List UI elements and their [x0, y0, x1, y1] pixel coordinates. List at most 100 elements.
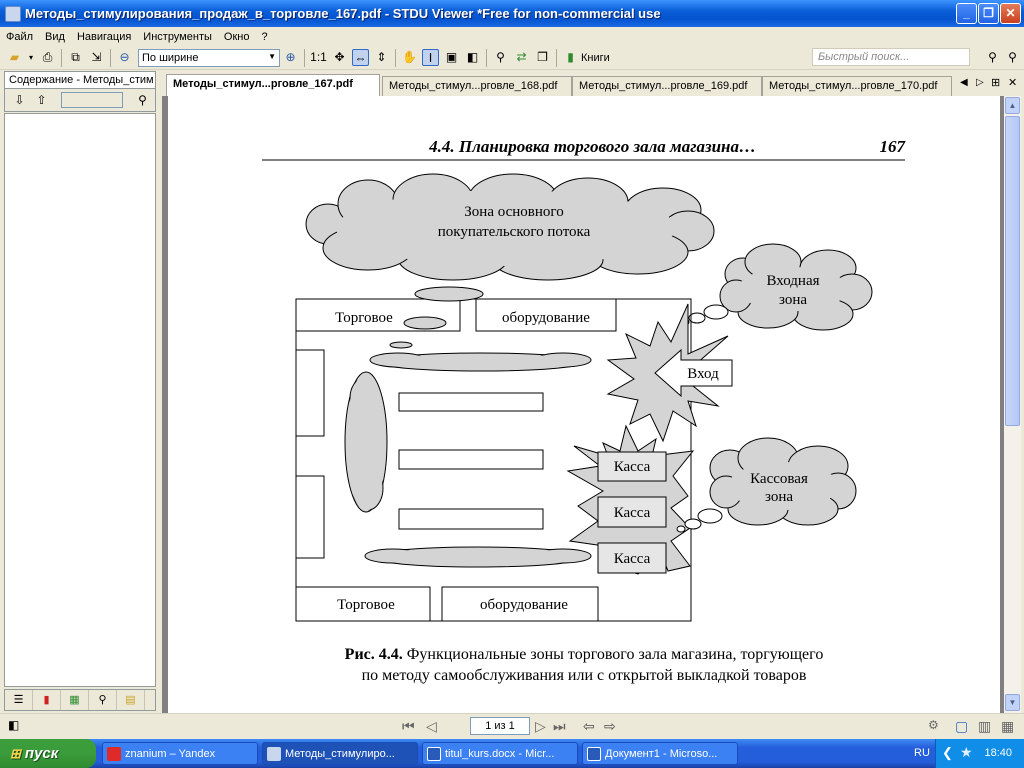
- contents-tree[interactable]: [4, 113, 156, 687]
- collapse-icon[interactable]: ⇧: [36, 93, 47, 107]
- equipment-bottom-right: [441, 586, 599, 622]
- scroll-down-icon[interactable]: ▼: [1005, 694, 1020, 711]
- tab-thumbnails-icon[interactable]: ▦: [61, 690, 89, 710]
- print-icon[interactable]: ⎙: [42, 50, 53, 64]
- image-select-icon[interactable]: ▣: [445, 50, 458, 64]
- last-page-icon[interactable]: ⏭: [553, 718, 566, 734]
- fit-width-icon[interactable]: ⇔: [352, 49, 369, 66]
- zoom-out-icon[interactable]: ⊖: [119, 50, 130, 64]
- tab-document-167[interactable]: Методы_стимул...рговле_167.pdf: [166, 74, 380, 96]
- tab-list-icon[interactable]: ⊞: [991, 77, 1001, 89]
- page-number: 167: [880, 137, 907, 156]
- search-next-icon[interactable]: ⚲: [1008, 50, 1017, 64]
- menu-help[interactable]: ?: [261, 30, 268, 43]
- books-button[interactable]: Книги: [581, 51, 610, 64]
- task-word-document[interactable]: Документ1 - Microso...: [582, 742, 738, 765]
- shelf-3: [398, 508, 544, 530]
- menu-window[interactable]: Окно: [223, 30, 250, 43]
- fit-page-icon[interactable]: ✥: [334, 50, 345, 64]
- search-icon[interactable]: ⚲: [988, 50, 997, 64]
- maximize-button[interactable]: ❐: [978, 3, 999, 24]
- page-number-input[interactable]: 1 из 1: [470, 717, 530, 735]
- task-yandex[interactable]: znanium – Yandex: [102, 742, 258, 765]
- document-viewport[interactable]: 4.4. Планировка торгового зала магазина……: [162, 96, 1004, 713]
- forward-icon[interactable]: ⇨: [604, 718, 616, 734]
- find-icon[interactable]: ⚲: [496, 50, 505, 64]
- cash-desk-3: [597, 542, 667, 574]
- open-folder-icon[interactable]: ▰: [9, 50, 20, 64]
- task-stdu-viewer[interactable]: Методы_стимулиро...: [262, 742, 418, 765]
- task-word-titul[interactable]: titul_kurs.docx - Micr...: [422, 742, 578, 765]
- tray-arrow-icon[interactable]: ❮: [942, 745, 953, 760]
- toolbar-separator: [486, 48, 487, 67]
- sync-arrows-icon[interactable]: ⇄: [516, 50, 527, 64]
- expand-icon[interactable]: ⇩: [14, 93, 25, 107]
- tab-notes-icon[interactable]: ▤: [117, 690, 145, 710]
- two-page-icon[interactable]: ▥: [978, 718, 992, 734]
- pages-icon[interactable]: ❐: [537, 50, 548, 64]
- start-button[interactable]: ⊞ пуск: [0, 739, 96, 768]
- menu-tools[interactable]: Инструменты: [143, 30, 212, 43]
- tab-document-170[interactable]: Методы_стимул...рговле_170.pdf: [762, 76, 952, 96]
- actual-size-button[interactable]: 1:1: [310, 50, 327, 64]
- tray-star-icon[interactable]: ★: [960, 744, 973, 760]
- fit-height-icon[interactable]: ⇕: [376, 50, 387, 64]
- pdf-page: 4.4. Планировка торгового зала магазина……: [168, 96, 1000, 713]
- binoculars-icon[interactable]: ⚲: [138, 93, 147, 107]
- export-icon[interactable]: ⇲: [91, 50, 102, 64]
- hand-tool-icon[interactable]: ✋: [402, 50, 417, 64]
- app-icon[interactable]: [5, 5, 21, 22]
- tab-scroll-right-icon[interactable]: ▷: [976, 77, 984, 88]
- system-tray: ❮ ★ 18:40: [935, 739, 1024, 768]
- tab-scroll-left-icon[interactable]: ◀: [960, 77, 968, 88]
- back-icon[interactable]: ⇦: [583, 718, 595, 734]
- document-tabs: Методы_стимул...рговле_167.pdf Методы_ст…: [162, 72, 1024, 96]
- previous-page-icon[interactable]: ◁: [426, 718, 437, 734]
- menu-file[interactable]: Файл: [6, 30, 34, 43]
- menu-navigation[interactable]: Навигация: [76, 30, 132, 43]
- scroll-up-icon[interactable]: ▲: [1005, 97, 1020, 114]
- panel-toolbar: ⇩ ⇧ ⚲: [4, 88, 156, 112]
- vertical-scrollbar[interactable]: ▲ ▼: [1004, 96, 1021, 713]
- tab-search-icon[interactable]: ⚲: [89, 690, 117, 710]
- tab-document-168[interactable]: Методы_стимул...рговле_168.pdf: [382, 76, 572, 96]
- equipment-top-right: [475, 298, 617, 332]
- toolbar-separator: [304, 48, 305, 67]
- panel-toggle-icon[interactable]: ◧: [8, 718, 20, 732]
- task-label: Документ1 - Microso...: [605, 748, 718, 760]
- books-icon[interactable]: ▮: [567, 50, 574, 64]
- cash-desk-2: [597, 496, 667, 528]
- close-button[interactable]: ✕: [1000, 3, 1021, 24]
- tab-contents-icon[interactable]: ☰: [5, 690, 33, 710]
- single-page-icon[interactable]: ▢: [955, 718, 969, 734]
- zoom-mode-select[interactable]: По ширине▼: [138, 48, 280, 67]
- minimize-button[interactable]: _: [956, 3, 977, 24]
- zoom-in-icon[interactable]: ⊕: [285, 50, 296, 64]
- cash-zone-label-2: зона: [765, 489, 793, 505]
- tab-bookmarks-icon[interactable]: ▮: [33, 690, 61, 710]
- settings-icon[interactable]: ⚙: [928, 718, 939, 732]
- grid-view-icon[interactable]: ▦: [1001, 718, 1015, 734]
- quick-search-input[interactable]: Быстрый поиск...: [812, 48, 970, 66]
- first-page-icon[interactable]: ⏮: [402, 718, 415, 734]
- panel-title[interactable]: Содержание - Методы_стим: [4, 71, 156, 88]
- next-page-icon[interactable]: ▷: [535, 718, 546, 734]
- figure-caption-number: Рис. 4.4.: [345, 646, 403, 663]
- snapshot-icon[interactable]: ◧: [466, 50, 479, 64]
- task-label: znanium – Yandex: [125, 748, 216, 760]
- entrance-zone-cloud: [680, 243, 873, 331]
- equipment-bottom-label-1: Торговое: [337, 597, 395, 613]
- language-indicator[interactable]: RU: [914, 747, 930, 759]
- open-dropdown-icon[interactable]: ▾: [28, 53, 33, 62]
- scrollbar-thumb[interactable]: [1005, 116, 1020, 426]
- window-title: Методы_стимулирования_продаж_в_торговле_…: [25, 6, 661, 21]
- panel-search-input[interactable]: [61, 92, 123, 108]
- tab-close-icon[interactable]: ✕: [1008, 77, 1018, 89]
- taskbar: ⊞ пуск znanium – Yandex Методы_стимулиро…: [0, 739, 1024, 768]
- menu-view[interactable]: Вид: [45, 30, 65, 43]
- copy-icon[interactable]: ⧉: [71, 50, 80, 64]
- text-select-icon[interactable]: Ⅰ: [422, 49, 439, 66]
- cash-zone-label-1: Кассовая: [750, 471, 808, 487]
- entrance-zone-label-2: зона: [779, 292, 807, 308]
- tab-document-169[interactable]: Методы_стимул...рговле_169.pdf: [572, 76, 762, 96]
